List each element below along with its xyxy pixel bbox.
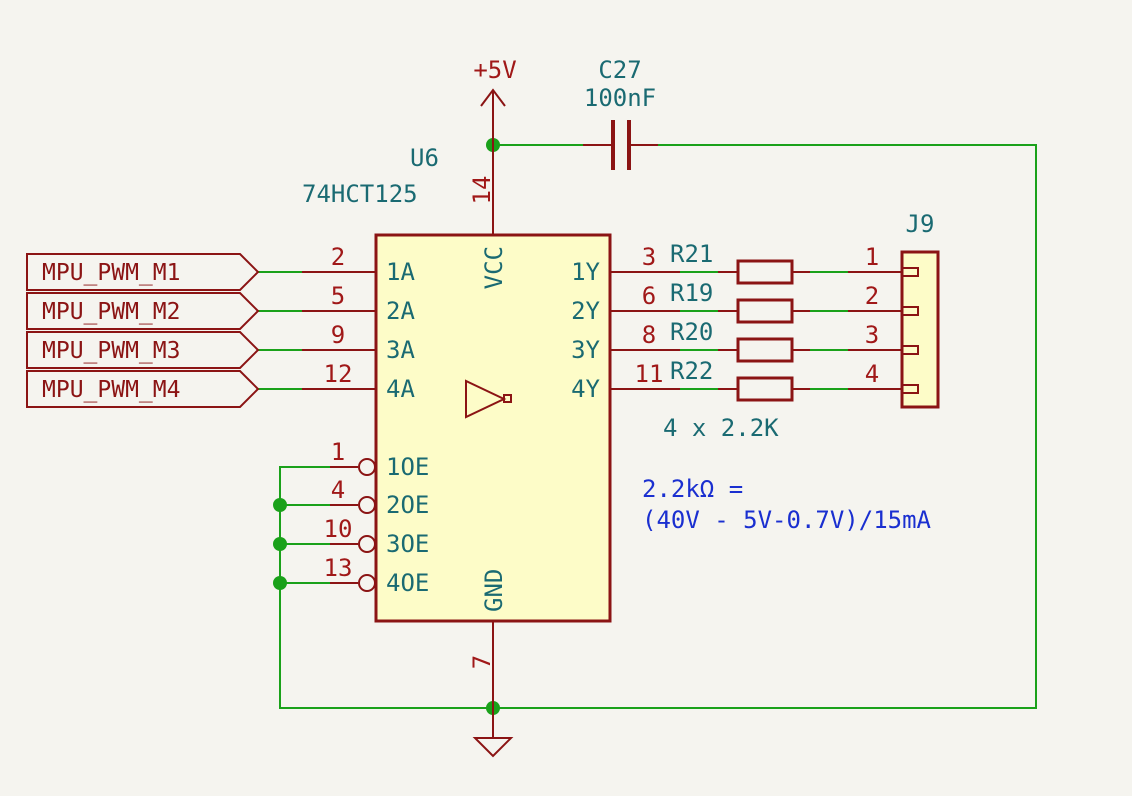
junction-oe3 [273,537,287,551]
net-label-mpu-pwm-m3: MPU_PWM_M3 [42,338,180,364]
resistor-r21 [736,259,794,285]
connector-pin-3-number: 3 [865,321,879,349]
ic-vcc-pin-name: VCC [480,246,508,289]
oe2-bubble-icon [358,496,376,514]
net-label-mpu-pwm-m1: MPU_PWM_M1 [42,260,180,286]
net-label-shape [26,370,260,408]
capacitor-ref: C27 [598,56,641,84]
input-pin-2-name: 2A [386,297,415,325]
ic-body [374,233,612,623]
ic-gnd-pin-number: 7 [468,655,496,669]
resistor-ref-r20: R20 [670,318,713,346]
oe3-bubble-icon [358,535,376,553]
input-pin-3-name: 3A [386,336,415,364]
resistor-ref-r21: R21 [670,240,713,268]
input-pin-3-number: 9 [331,321,345,349]
design-note: 2.2kΩ = (40V - 5V-0.7V)/15mA [642,475,932,534]
resistor-ref-r19: R19 [670,279,713,307]
enable-pin-2-name: 2OE [386,491,429,519]
ic-gnd-pin-name: GND [480,569,508,612]
enable-pin-4-number: 13 [324,554,353,582]
input-pin-4-name: 4A [386,375,415,403]
ic-output-pins: 3 6 8 11 1Y 2Y 3Y 4Y [571,243,680,403]
output-pin-2-name: 2Y [571,297,600,325]
connector-pin-2-number: 2 [865,282,879,310]
ground-symbol [472,708,514,758]
junction-oe2 [273,498,287,512]
input-pin-1-number: 2 [331,243,345,271]
output-pin-4-name: 4Y [571,375,600,403]
net-labels: MPU_PWM_M1 MPU_PWM_M2 MPU_PWM_M3 MPU_PWM… [26,253,260,408]
connector-pin-1-number: 1 [865,243,879,271]
power-label: +5V [473,56,516,84]
ic-vcc-pin-number: 14 [468,176,496,205]
ic-ref: U6 [410,144,439,172]
connector-body [900,250,940,409]
net-label-shape [26,292,260,330]
enable-pin-3-number: 10 [324,515,353,543]
enable-pin-3-name: 3OE [386,530,429,558]
oe1-bubble-icon [358,458,376,476]
power-symbol-5v: +5V [473,56,517,145]
resistor-r19 [736,298,794,324]
connector-j9: J9 1 2 3 4 [848,210,940,409]
net-label-shape [26,253,260,291]
resistor-r22 [736,376,794,402]
ic-input-pins: 2 5 9 12 1A 2A 3A 4A [302,243,415,403]
enable-pin-1-number: 1 [331,438,345,466]
output-pin-3-name: 3Y [571,336,600,364]
net-label-shape [26,331,260,369]
net-label-mpu-pwm-m4: MPU_PWM_M4 [42,377,180,403]
input-pin-4-number: 12 [324,360,353,388]
input-pin-2-number: 5 [331,282,345,310]
wire-cap-return [493,144,1037,709]
enable-pin-4-name: 4OE [386,569,429,597]
resistor-value: 4 x 2.2K [663,414,779,442]
connector-pin-4-number: 4 [865,360,879,388]
enable-pin-2-number: 4 [331,476,345,504]
output-pin-1-name: 1Y [571,258,600,286]
resistor-r20 [736,337,794,363]
resistor-array: R21 R19 R20 R22 4 x 2.2K [663,240,810,442]
net-label-mpu-pwm-m2: MPU_PWM_M2 [42,299,180,325]
output-pin-2-number: 6 [642,282,656,310]
enable-pin-1-name: 1OE [386,453,429,481]
oe4-bubble-icon [358,574,376,592]
resistor-ref-r22: R22 [670,357,713,385]
connector-ref: J9 [906,210,935,238]
ic-enable-pins: 1 4 10 13 1OE 2OE 3OE 4OE [324,438,430,597]
capacitor-c27: C27 100nF [583,56,658,170]
ic-part: 74HCT125 [302,180,418,208]
output-pin-3-number: 8 [642,321,656,349]
output-pin-1-number: 3 [642,243,656,271]
note-line-1: 2.2kΩ = [642,475,743,503]
note-line-2: (40V - 5V-0.7V)/15mA [642,506,932,534]
junction-oe4 [273,576,287,590]
output-pin-4-number: 11 [635,360,664,388]
capacitor-value: 100nF [584,84,656,112]
input-pin-1-name: 1A [386,258,415,286]
wires [258,144,1037,709]
buffer-symbol-icon [465,379,512,419]
ic-u6: U6 74HCT125 14 VCC 7 GND 2 5 9 12 1A 2A … [302,144,680,708]
